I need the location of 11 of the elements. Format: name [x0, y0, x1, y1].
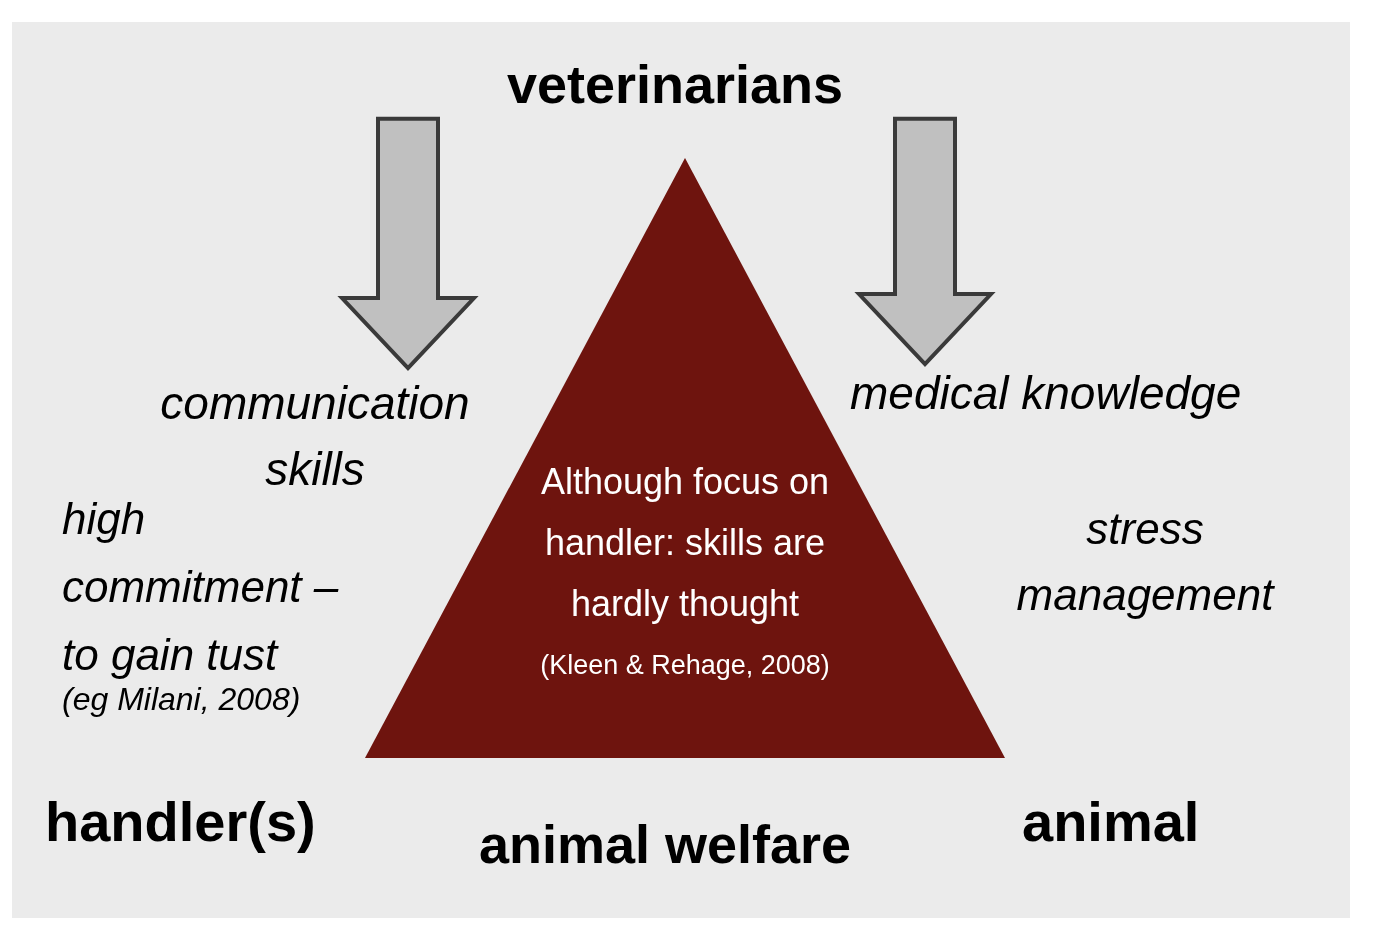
block-arrow — [337, 116, 479, 371]
body-text: Although focus on handler: skills are hardly thought — [540, 461, 830, 624]
citation-text: (Kleen & Rehage, 2008) — [540, 650, 830, 680]
block-arrow — [854, 116, 996, 367]
center-label: animal welfare — [477, 813, 853, 876]
corner-label: animal — [1022, 789, 1201, 855]
heading-label: veterinarians — [440, 52, 910, 117]
topic-label: medical knowledge — [850, 366, 1300, 422]
citation-text: (eg Milani, 2008) — [62, 680, 302, 719]
topic-label: stress management — [1015, 503, 1276, 621]
corner-label: handler(s) — [45, 789, 317, 855]
